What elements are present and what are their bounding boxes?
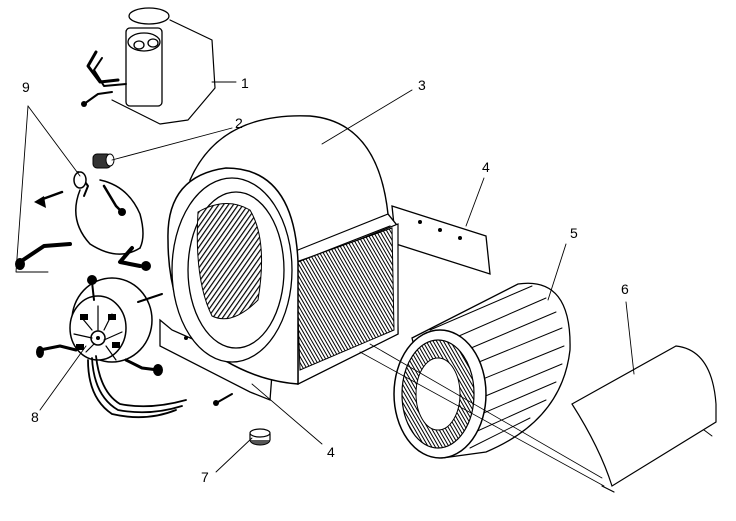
motor — [36, 275, 187, 419]
leader-lines — [15, 81, 635, 487]
mounting-bracket-upper — [391, 205, 491, 275]
callout-motor-mount: 9 — [22, 79, 30, 95]
blower-wheel — [393, 282, 571, 459]
callout-blower-housing: 3 — [418, 77, 426, 93]
plug — [92, 153, 115, 169]
callout-bracket-lower: 4 — [327, 444, 335, 460]
cover-sheet — [571, 345, 717, 493]
capacitor — [81, 7, 216, 125]
callout-plug: 2 — [235, 115, 243, 131]
callout-blower-wheel: 5 — [570, 225, 578, 241]
callout-bracket-upper: 4 — [482, 159, 490, 175]
blower-housing — [167, 115, 399, 385]
callout-capacitor: 1 — [241, 75, 249, 91]
callout-motor: 8 — [31, 409, 39, 425]
callout-cover-sheet: 6 — [621, 281, 629, 297]
callout-grommet: 7 — [201, 469, 209, 485]
grommet — [249, 428, 271, 446]
motor-mount-bracket — [15, 171, 151, 271]
